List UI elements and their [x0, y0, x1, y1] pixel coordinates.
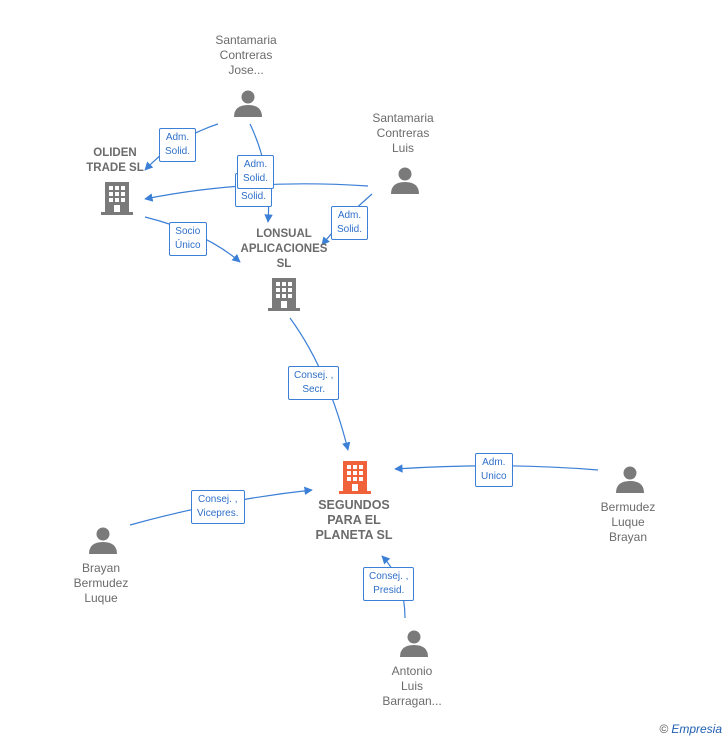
edge-label-antonio-segundos: Consej. , Presid. — [363, 567, 415, 601]
edge-label-bermudez-segundos: Adm. Unico — [475, 453, 513, 487]
node-label-segundos[interactable]: SEGUNDOS PARA EL PLANETA SL — [315, 498, 393, 542]
node-label-santamaria-luis[interactable]: Santamaria Contreras Luis — [372, 111, 434, 155]
edge-label-jose-lonsual: Adm. Solid. — [237, 155, 275, 189]
person-icon-bermudez-luque[interactable] — [615, 464, 645, 494]
edge-label-luis-lonsual: Adm. Solid. — [331, 206, 369, 240]
edge-label-lonsual-segundos: Consej. , Secr. — [288, 366, 340, 400]
brand-logo-text: Empresia — [671, 722, 722, 736]
person-icon-antonio[interactable] — [399, 628, 429, 658]
copyright-icon: © — [659, 722, 669, 736]
node-label-oliden[interactable]: OLIDEN TRADE SL — [86, 147, 144, 174]
edge-label-oliden-lonsual: Socio Único — [169, 222, 207, 256]
building-icon-lonsual[interactable] — [268, 276, 300, 312]
building-icon-oliden[interactable] — [101, 180, 133, 216]
person-icon-santamaria-jose[interactable] — [233, 88, 263, 118]
person-icon-brayan-bermudez[interactable] — [88, 525, 118, 555]
node-label-lonsual[interactable]: LONSUAL APLICACIONES SL — [240, 228, 328, 270]
person-icon-santamaria-luis[interactable] — [390, 165, 420, 195]
building-icon-segundos[interactable] — [339, 459, 371, 495]
footer-brand[interactable]: ©Empresia — [659, 722, 722, 736]
node-label-santamaria-jose[interactable]: Santamaria Contreras Jose... — [215, 33, 277, 77]
edge-label-jose-oliden: Adm. Solid. — [159, 128, 197, 162]
node-label-bermudez-luque[interactable]: Bermudez Luque Brayan — [600, 500, 656, 544]
edge-label-brayan-segundos: Consej. , Vicepres. — [191, 490, 245, 524]
node-label-brayan-bermudez[interactable]: Brayan Bermudez Luque — [73, 561, 129, 605]
node-label-antonio[interactable]: Antonio Luis Barragan... — [382, 664, 442, 708]
